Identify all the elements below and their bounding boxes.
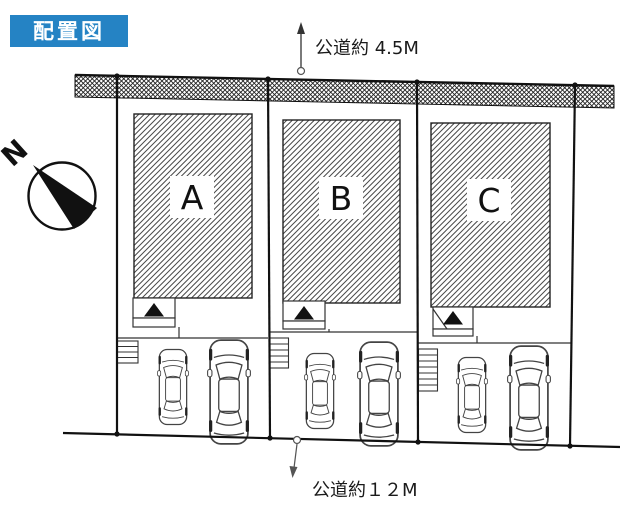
building-a-label-box [170,176,214,218]
compass-circle [27,161,97,231]
yard-step-line-c [418,336,571,344]
building-a: A [133,113,253,299]
boundary-point-markers [114,73,578,449]
page-title-group: 配置図 [10,15,128,47]
car-large-b [356,341,402,447]
road-width-label-top: 公道約 4.5M [315,38,419,59]
building-c: C [430,122,551,308]
road-width-bottom: 公道約１２M [289,435,418,501]
compass: N [0,133,97,231]
building-c-label: C [477,181,500,220]
page-title: 配置図 [33,20,105,44]
entrance-arrow-icon-a [144,303,164,317]
site-boundary-bottom [62,431,620,449]
compass-north-label: N [0,133,34,173]
arrow-down-icon [289,466,298,478]
yard-step-line-a [117,327,268,339]
car-large-c [506,345,552,451]
car-large-a [206,339,252,445]
car-small-a [156,348,190,426]
stairs-c [417,348,439,392]
car-small-c [455,356,489,434]
road-strip-top [74,73,615,109]
lot-divider-bc [415,81,420,443]
car-small-b [303,352,337,430]
entrance-arrow-icon-b [294,306,314,320]
building-a-label: A [181,178,204,217]
yard-step-line-b [269,329,417,333]
measure-point-bottom [292,435,302,445]
building-b-label: B [330,179,353,218]
building-b: B [282,119,401,304]
stairs-b [268,337,290,369]
lot-boundary-right [568,84,577,447]
entrance-arrow-icon-c [443,311,463,325]
south-arrow-line [293,443,298,469]
compass-needle-icon [33,165,97,229]
arrow-up-icon [297,22,305,34]
page-title-box [10,15,128,47]
building-b-entrance [282,300,326,330]
building-a-entrance [132,297,176,328]
road-width-label-bottom: 公道約１２M [312,480,418,501]
building-c-label-box [467,179,511,221]
building-b-label-box [319,177,363,219]
stairs-a [116,340,139,364]
measure-point-top [296,66,306,76]
road-width-top: 公道約 4.5M [296,22,419,76]
lot-divider-ab [266,78,272,439]
building-c-entrance [432,306,474,337]
